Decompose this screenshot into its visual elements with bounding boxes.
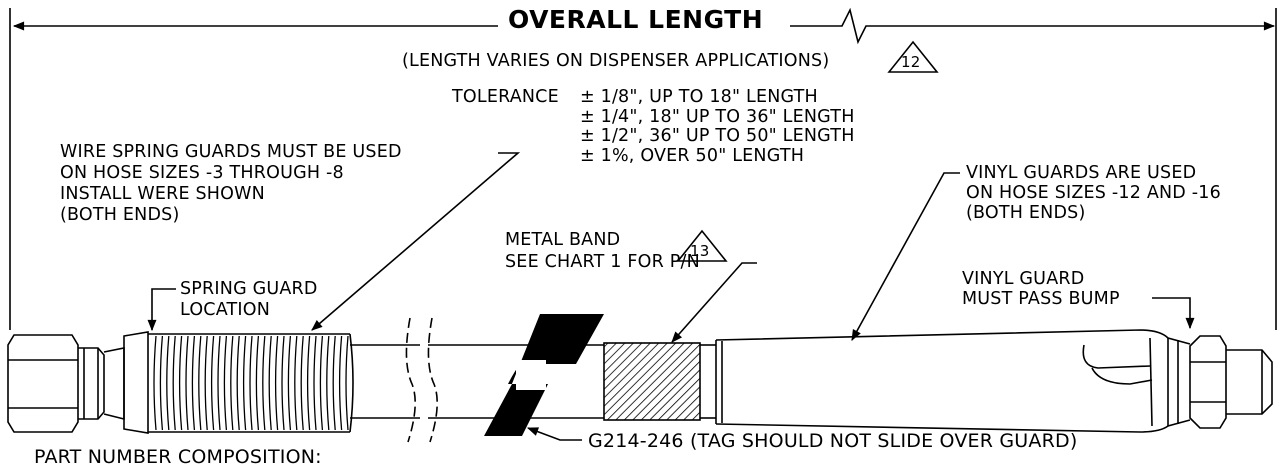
wire-spring-callout-4: (BOTH ENDS) — [60, 205, 180, 225]
vinyl-guards-callout-1: VINYL GUARDS ARE USED — [966, 163, 1197, 183]
spring-coil — [153, 335, 157, 431]
spring-location-callout-2: LOCATION — [180, 300, 271, 320]
tolerance-line-2: ± 1/4", 18" UP TO 36" LENGTH — [580, 107, 855, 127]
spring-coil — [274, 335, 279, 431]
wire-spring-callout-1: WIRE SPRING GUARDS MUST BE USED — [60, 142, 402, 162]
tolerance-line-3: ± 1/2", 36" UP TO 50" LENGTH — [580, 126, 855, 146]
spring-coil — [300, 335, 304, 431]
part-number-composition: PART NUMBER COMPOSITION: — [34, 446, 322, 468]
vinyl-guards-callout-3: (BOTH ENDS) — [966, 203, 1086, 223]
metal-band-leader — [671, 262, 757, 343]
spring-coil — [281, 335, 285, 431]
spring-location-callout-1: SPRING GUARD — [180, 279, 318, 299]
tag-callout: G214-246 (TAG SHOULD NOT SLIDE OVER GUAR… — [588, 430, 1078, 452]
spring-coil — [326, 335, 330, 431]
vinyl-bump-callout-2: MUST PASS BUMP — [962, 289, 1120, 309]
spring-coil — [210, 335, 215, 431]
spring-coil — [268, 335, 272, 431]
spring-coil — [332, 335, 336, 431]
revision-mark-13: 13 — [690, 242, 710, 260]
vinyl-guard — [715, 329, 1191, 433]
metal-band-callout-2: SEE CHART 1 FOR P/N — [505, 252, 700, 272]
revision-triangle-13 — [676, 229, 728, 262]
vinyl-bump-leader — [1152, 297, 1195, 330]
spring-coil — [236, 335, 240, 431]
right-hex-fitting — [1189, 335, 1273, 429]
length-note: (LENGTH VARIES ON DISPENSER APPLICATIONS… — [402, 51, 830, 71]
spring-coils — [153, 335, 349, 431]
revision-mark-12: 12 — [901, 53, 921, 71]
left-hex-fitting — [7, 334, 125, 433]
tag-leader — [526, 427, 582, 441]
vinyl-guards-callout-2: ON HOSE SIZES -12 AND -16 — [966, 183, 1221, 203]
spring-coil — [294, 335, 298, 431]
metal-band-callout-1: METAL BAND — [505, 230, 621, 250]
spring-coil — [166, 335, 170, 431]
spring-coil — [198, 335, 202, 431]
spring-coil — [242, 335, 247, 431]
tolerance-line-4: ± 1%, OVER 50" LENGTH — [580, 146, 805, 166]
tolerance-line-1: ± 1/8", UP TO 18" LENGTH — [580, 87, 818, 107]
spring-coil — [185, 335, 189, 431]
spring-coil — [172, 335, 176, 431]
spring-coil — [230, 335, 234, 431]
vinyl-bump-callout-1: VINYL GUARD — [962, 269, 1085, 289]
metal-band — [603, 342, 701, 421]
spring-coil — [345, 335, 349, 431]
spring-guard — [123, 331, 354, 434]
spring-coil — [217, 335, 221, 431]
overall-length-dim-right — [790, 7, 1276, 45]
spring-coil — [319, 335, 324, 431]
vinyl-guards-leader — [851, 172, 960, 341]
spring-coil — [287, 335, 292, 431]
revision-triangle-12 — [887, 40, 939, 73]
wire-spring-leader — [311, 152, 521, 331]
spring-coil — [204, 335, 208, 431]
hose-tag[interactable] — [484, 314, 604, 436]
spring-coil — [223, 335, 228, 431]
spring-coil — [306, 335, 311, 431]
spring-coil — [255, 335, 260, 431]
wire-spring-callout-3: INSTALL WERE SHOWN — [60, 184, 265, 204]
spring-coil — [313, 335, 317, 431]
spring-coil — [178, 335, 183, 431]
overall-length-title: OVERALL LENGTH — [508, 5, 764, 34]
spring-coil — [262, 335, 266, 431]
spring-coil — [249, 335, 253, 431]
spring-coil — [191, 335, 196, 431]
spring-coil — [338, 335, 343, 431]
wire-spring-callout-2: ON HOSE SIZES -3 THROUGH -8 — [60, 163, 344, 183]
spring-coil — [159, 335, 164, 431]
spring-location-leader — [147, 288, 176, 332]
tolerance-prefix: TOLERANCE — [452, 87, 559, 107]
